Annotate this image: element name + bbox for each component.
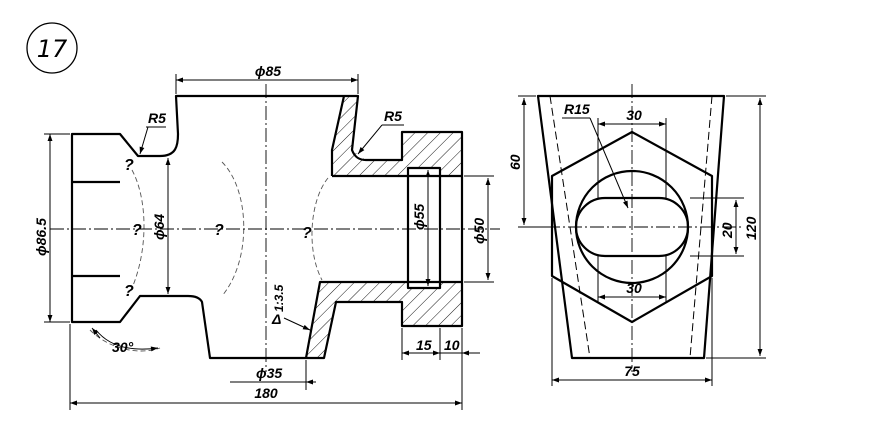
bore-clear (408, 168, 440, 288)
dim-height-20: 20 (719, 222, 735, 239)
dim-diameter-64: ϕ64 (151, 214, 167, 240)
dim-diameter-86-5: ϕ86.5 (33, 218, 49, 256)
sheet-number-badge: 17 (26, 22, 78, 74)
curve-intersect-2 (311, 177, 329, 281)
hatch-upper-boss (402, 132, 462, 176)
curve-intersect-4 (89, 329, 161, 352)
front-dimensions: ϕ85 R5 R5 ϕ86.5 ϕ64 ϕ55 ϕ50 1:3.5 Δ 30° (33, 63, 494, 410)
sheet-number: 17 (37, 35, 68, 63)
inner-upper-contour (330, 95, 346, 176)
question-mark-1: ? (124, 157, 134, 174)
dim-diameter-35: ϕ35 (256, 365, 282, 381)
question-mark-4: ? (214, 222, 224, 239)
dim-taper: 1:3.5 (272, 284, 286, 312)
left-flange-outline (70, 94, 464, 360)
dim-length-10: 10 (444, 337, 460, 353)
front-view (50, 84, 500, 372)
question-mark-3: ? (124, 283, 134, 300)
side-taper-outline (536, 94, 726, 360)
hatch-lower-wall (306, 282, 402, 358)
curve-intersect-3 (131, 169, 145, 289)
dim-radius-15: R15 (564, 101, 590, 117)
question-mark-5: ? (302, 225, 312, 242)
dim-length-15: 15 (416, 337, 432, 353)
side-view (524, 84, 742, 372)
dim-height-60: 60 (507, 154, 523, 170)
dim-angle-30: 30° (112, 339, 134, 355)
dim-width-30-bottom: 30 (626, 280, 642, 296)
slot (574, 196, 690, 258)
dim-diameter-50: ϕ50 (471, 218, 487, 244)
side-dimensions: R15 30 30 60 20 120 75 (507, 95, 766, 386)
inner-lower-contour (304, 280, 402, 359)
dim-length-180: 180 (254, 385, 278, 401)
side-hidden-right (689, 95, 713, 359)
dim-diameter-55: ϕ55 (411, 204, 427, 230)
dim-diameter-85: ϕ85 (255, 63, 281, 79)
hatch-lower-boss (402, 282, 462, 326)
question-mark-2: ? (132, 222, 142, 239)
dim-height-120: 120 (743, 216, 759, 240)
dim-width-30-top: 30 (626, 107, 642, 123)
hatch-upper-wall (332, 96, 402, 176)
dim-radius-5-right: R5 (384, 108, 402, 124)
taper-triangle-mark: Δ (271, 311, 281, 327)
dim-radius-5-left: R5 (148, 110, 166, 126)
dim-width-75: 75 (624, 363, 640, 379)
